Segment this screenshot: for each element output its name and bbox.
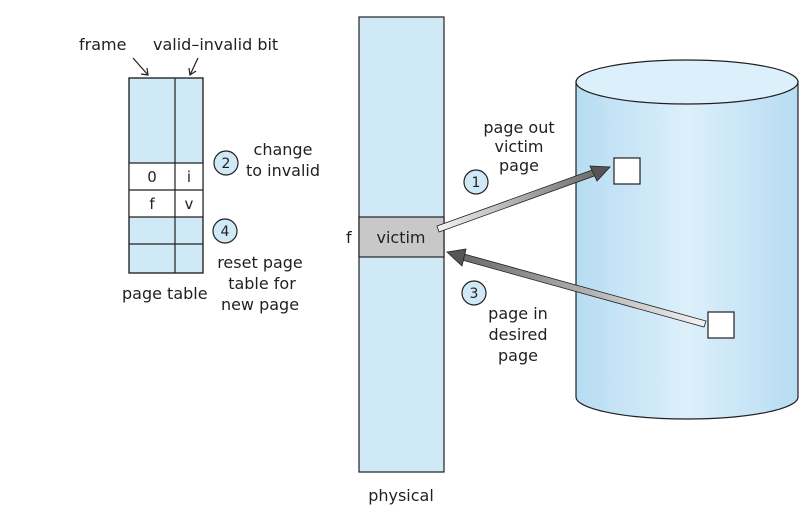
step-3-text: desired — [488, 325, 547, 344]
step-1-text: page out — [483, 118, 554, 137]
step-2-number: 2 — [222, 156, 231, 172]
table-row: 0 — [147, 168, 157, 186]
frame-f-marker: f — [346, 228, 352, 247]
step-2-circle — [213, 150, 239, 176]
step-4-text: table for — [228, 274, 296, 293]
swapped-out-page — [613, 157, 641, 185]
step-4-text: new page — [221, 295, 299, 314]
bit-pointer-arrow — [188, 57, 199, 77]
frame-pointer-arrow — [132, 57, 149, 76]
step-3-circle — [461, 280, 487, 306]
physical-memory — [358, 16, 445, 473]
desired-page — [707, 311, 735, 339]
table-row: i — [187, 168, 191, 186]
step-3-text: page — [498, 346, 538, 365]
step-2-text: to invalid — [246, 161, 320, 180]
physical-label: physical — [368, 486, 434, 505]
page-out-arrow — [436, 165, 611, 233]
step-4-text: reset page — [217, 253, 303, 272]
backing-store-disk — [575, 59, 799, 420]
table-row: f — [149, 195, 155, 213]
step-1-text: page — [499, 156, 539, 175]
frame-label: frame — [79, 35, 126, 54]
table-row: v — [185, 195, 194, 213]
step-4-circle — [212, 218, 238, 244]
step-3-number: 3 — [470, 286, 479, 302]
page-in-arrow — [446, 248, 707, 328]
step-1-text: victim — [494, 137, 543, 156]
page-table-label: page table — [122, 284, 208, 303]
step-1-number: 1 — [472, 175, 481, 191]
step-2-text: change — [254, 140, 313, 159]
victim-label: victim — [376, 228, 425, 247]
valid-invalid-bit-label: valid–invalid bit — [153, 35, 278, 54]
step-4-number: 4 — [221, 224, 230, 240]
step-1-circle — [463, 169, 489, 195]
page-table — [128, 77, 204, 274]
step-3-text: page in — [488, 304, 548, 323]
